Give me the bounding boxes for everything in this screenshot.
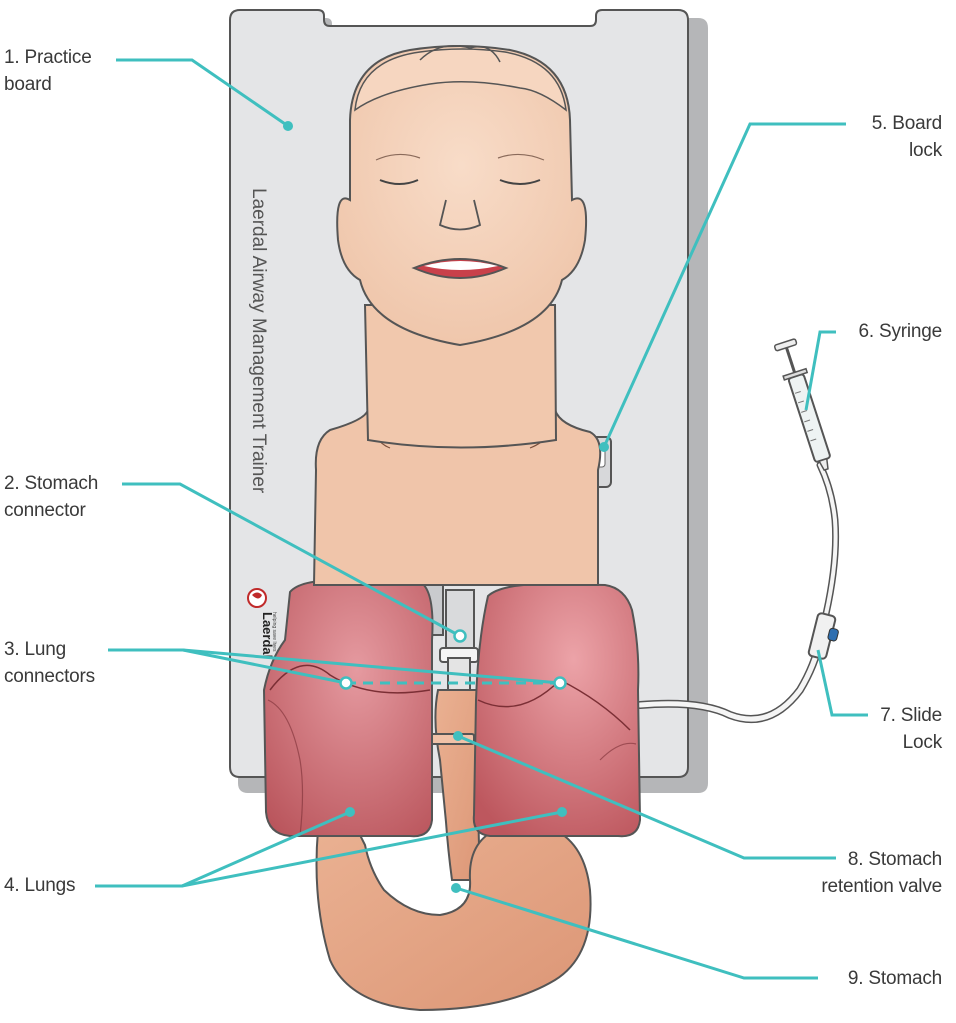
label-stomach-retention-valve: 8. Stomach retention valve xyxy=(821,846,942,900)
board-product-text: Laerdal Airway Management Trainer xyxy=(248,188,269,494)
label-syringe: 6. Syringe xyxy=(858,318,942,345)
lung-left xyxy=(264,580,433,836)
lung-right xyxy=(474,584,640,836)
laerdal-tagline: helping save lives xyxy=(271,612,277,652)
label-lungs: 4. Lungs xyxy=(4,872,75,899)
label-stomach: 9. Stomach xyxy=(848,965,942,992)
label-board-lock: 5. Board lock xyxy=(872,110,942,164)
label-stomach-connector: 2. Stomach connector xyxy=(4,470,98,524)
slide-lock xyxy=(808,612,842,660)
leader-slide-lock xyxy=(818,650,868,715)
label-slide-lock: 7. Slide Lock xyxy=(880,702,942,756)
manikin-head xyxy=(337,46,586,345)
label-lung-connectors: 3. Lung connectors xyxy=(4,636,95,690)
label-practice-board: 1. Practice board xyxy=(4,44,92,98)
